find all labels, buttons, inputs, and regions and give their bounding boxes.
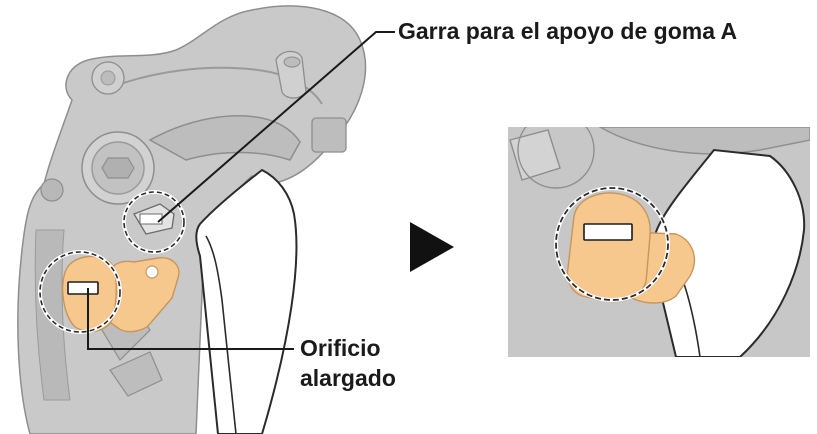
rubber-part-left bbox=[62, 255, 180, 333]
closeup-dashed-circle-icon bbox=[555, 187, 669, 301]
label-elongated-hole-line1: Orificio bbox=[300, 335, 381, 361]
right-triangle-arrow-icon bbox=[410, 222, 454, 272]
lever-blade-inner-edge bbox=[205, 235, 237, 434]
closeup-upper-body bbox=[598, 127, 810, 155]
label-elongated-hole: Orificio alargado bbox=[300, 333, 396, 393]
small-screw bbox=[91, 61, 125, 95]
label-rubber-support-claw: Garra para el apoyo de goma A bbox=[398, 18, 738, 44]
hex-bolt bbox=[81, 131, 155, 205]
rubber-part-closeup bbox=[566, 192, 695, 304]
lever-blade bbox=[195, 168, 298, 434]
leader-lines bbox=[87, 31, 395, 350]
claw-dashed-circle-icon bbox=[123, 191, 185, 253]
closeup-bolt-ring bbox=[517, 127, 595, 189]
leader-line-orificio bbox=[87, 288, 294, 350]
leader-line-garra bbox=[157, 31, 395, 223]
body-screw bbox=[40, 178, 64, 202]
part-dashed-circle-icon bbox=[39, 251, 121, 333]
side-slot bbox=[311, 117, 347, 153]
pivot-arm bbox=[148, 115, 301, 161]
label-elongated-hole-line2: alargado bbox=[300, 365, 396, 391]
closeup-view bbox=[508, 127, 810, 357]
